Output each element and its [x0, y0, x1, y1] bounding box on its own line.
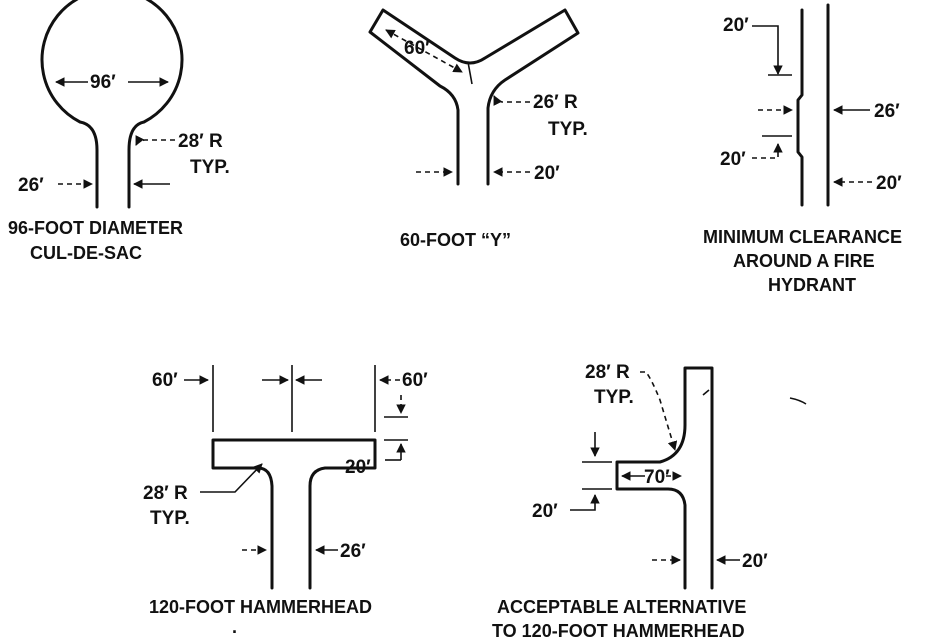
y-caption: 60-FOOT “Y”	[400, 230, 511, 250]
alternative-width-label: 20′	[742, 551, 768, 572]
hydrant-figure: 20′ 26′ 20′ 20′ MINIMUM CLEARANCE AROUND…	[703, 3, 902, 295]
cul-de-sac-radius-label: 28′ R	[178, 131, 223, 152]
hydrant-top-leader	[752, 25, 783, 75]
cul-de-sac-caption-line2: CUL-DE-SAC	[30, 243, 142, 263]
alternative-radius-typ: TYP.	[594, 387, 634, 408]
hammerhead-left-arm-label: 60′	[152, 370, 178, 391]
hammerhead-caption: 120-FOOT HAMMERHEAD	[149, 597, 372, 617]
hydrant-caption-line1: MINIMUM CLEARANCE	[703, 227, 902, 247]
hydrant-road-width-label: 26′	[874, 101, 900, 122]
stray-stroke	[789, 397, 807, 405]
hydrant-road-left-edge	[796, 8, 804, 207]
y-radius-leader	[493, 95, 530, 106]
cul-de-sac-diameter-label: 96′	[90, 72, 116, 93]
cul-de-sac-caption-line1: 96-FOOT DIAMETER	[8, 218, 183, 238]
alternative-caption-line1: ACCEPTABLE ALTERNATIVE	[497, 597, 746, 617]
alternative-outline	[615, 366, 714, 590]
y-leg-dim	[385, 29, 463, 73]
hydrant-top-offset-label: 20′	[723, 15, 749, 36]
y-leg-tick	[467, 61, 473, 85]
cul-de-sac-radius-typ: TYP.	[190, 157, 230, 178]
cul-de-sac-width-label: 26′	[18, 175, 44, 196]
stray-mark: .	[232, 617, 237, 637]
hammerhead-arm-width-label: 20′	[345, 457, 371, 478]
alternative-corner-mark	[702, 389, 710, 396]
y-width-label: 20′	[534, 163, 560, 184]
cul-de-sac-outline	[40, 0, 184, 209]
hydrant-bottom-offset-label: 20′	[720, 149, 746, 170]
hammerhead-outline	[211, 438, 377, 590]
alternative-caption-line2: TO 120-FOOT HAMMERHEAD	[492, 621, 745, 641]
alternative-bottom-leader	[570, 494, 600, 511]
alternative-arm-width-label: 20′	[532, 501, 558, 522]
alternative-radius-label: 28′ R	[585, 362, 630, 383]
cul-de-sac-radius-leader	[135, 135, 175, 146]
hammerhead-right-arm-label: 60′	[402, 370, 428, 391]
hydrant-bottom-leader	[752, 143, 783, 159]
alternative-radius-leader	[640, 371, 678, 451]
y-turnaround-figure: 60′ 26′ R TYP. 20′ 60-FOOT “Y”	[368, 8, 588, 250]
hydrant-caption-line3: HYDRANT	[768, 275, 856, 295]
y-leg-label: 60′	[404, 38, 430, 59]
y-turnaround-outline	[368, 8, 580, 186]
alternative-figure: 28′ R TYP. 20′ 70′ 20′ ACCEPTABLE ALTERN…	[492, 362, 807, 641]
cul-de-sac-figure: 96′ 28′ R TYP. 26′ 96-FOOT DIAMETER CUL-…	[8, 0, 230, 263]
hammerhead-radius-typ: TYP.	[150, 508, 190, 529]
alternative-leg-label: 70′	[644, 467, 670, 488]
hammerhead-radius-label: 28′ R	[143, 483, 188, 504]
hydrant-lane-width-label: 20′	[876, 173, 902, 194]
y-radius-typ: TYP.	[548, 119, 588, 140]
hammerhead-width-label: 26′	[340, 541, 366, 562]
hydrant-caption-line2: AROUND A FIRE	[733, 251, 875, 271]
y-radius-label: 26′ R	[533, 92, 578, 113]
hammerhead-radius-leader	[200, 463, 263, 493]
hammerhead-figure: 60′ 60′ 20′ 28′ R TYP. 26′ 120-FOOT HAMM…	[143, 365, 428, 637]
